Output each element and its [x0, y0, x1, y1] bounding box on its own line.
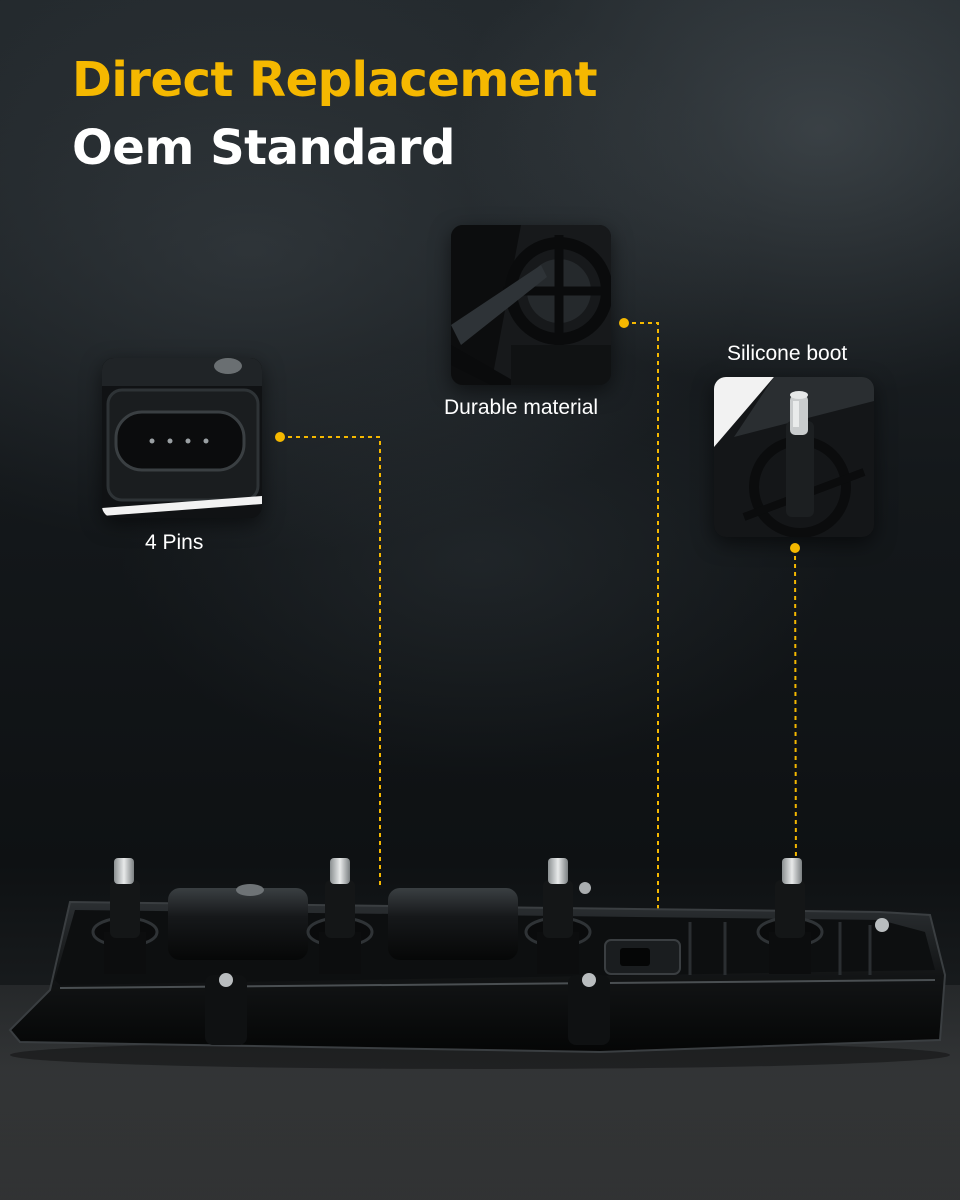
callout-image-silicone-boot	[714, 377, 874, 537]
coil-tower-2	[306, 858, 374, 974]
ignition-coil-pack	[8, 858, 950, 1069]
coil-tower-4	[756, 858, 824, 974]
leader-dot-boot	[790, 543, 800, 553]
coil-tower-3	[524, 858, 592, 974]
leader-line-pins	[280, 436, 381, 885]
callout-image-durable-material	[451, 225, 611, 385]
caption-durable-material: Durable material	[444, 396, 599, 419]
callout-image-connector-pins	[102, 358, 262, 518]
connector-pins-illustration	[102, 358, 262, 518]
coil-tower-1	[91, 858, 159, 974]
headline-secondary: Oem Standard	[72, 120, 455, 176]
leader-line-boot	[794, 547, 797, 886]
durable-material-illustration	[451, 225, 611, 385]
silicone-boot-illustration	[714, 377, 874, 537]
caption-silicone-boot: Silicone boot	[727, 342, 848, 365]
caption-4-pins: 4 Pins	[145, 531, 204, 554]
mount-center	[568, 973, 610, 1045]
leader-dot-pins	[275, 432, 285, 442]
mount-left	[205, 973, 247, 1045]
leader-dot-material	[619, 318, 629, 328]
headline-primary: Direct Replacement	[72, 52, 598, 108]
